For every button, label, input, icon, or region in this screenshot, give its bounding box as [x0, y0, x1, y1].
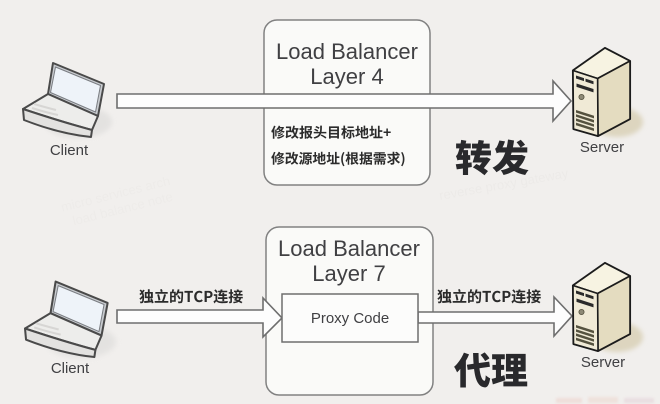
- svg-text:Server: Server: [581, 354, 625, 371]
- svg-text:Proxy Code: Proxy Code: [311, 310, 389, 327]
- svg-text:Server: Server: [580, 139, 624, 156]
- svg-text:Layer 4: Layer 4: [310, 64, 383, 89]
- svg-text:Load Balancer: Load Balancer: [276, 39, 418, 64]
- svg-text:Client: Client: [51, 360, 90, 377]
- svg-text:Client: Client: [50, 142, 89, 159]
- svg-text:Load Balancer: Load Balancer: [278, 236, 420, 261]
- svg-text:Layer 7: Layer 7: [312, 261, 385, 286]
